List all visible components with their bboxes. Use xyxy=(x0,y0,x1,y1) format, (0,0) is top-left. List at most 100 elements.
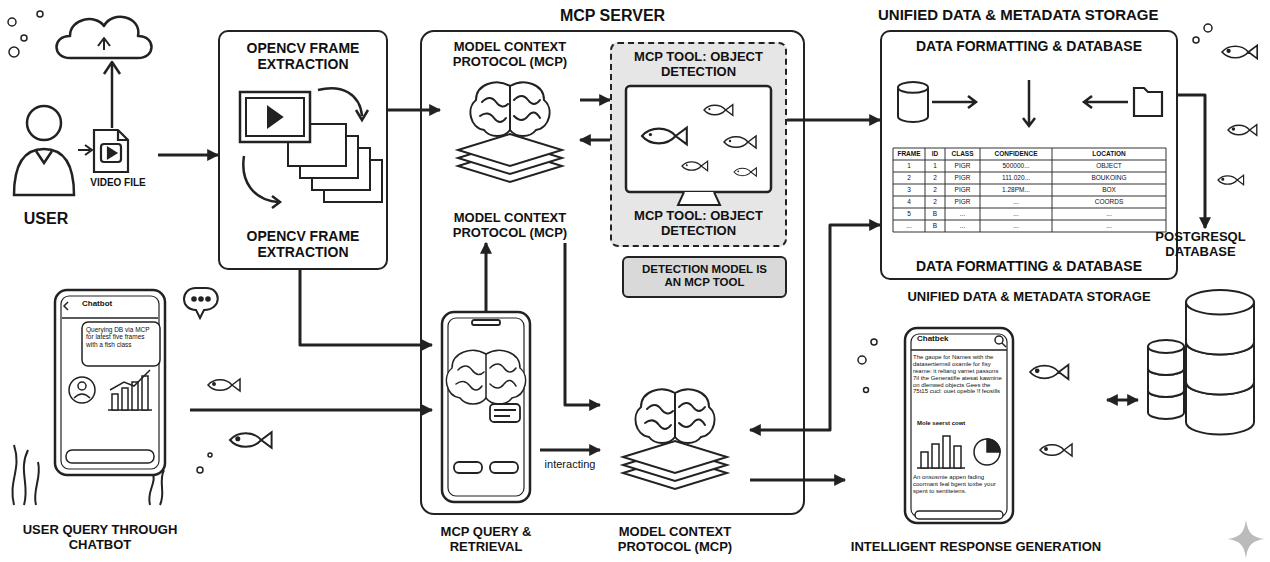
table-cell: ... xyxy=(1053,221,1165,231)
node-text: USER xyxy=(8,210,84,228)
node-text: MCP TOOL: OBJECT DETECTION xyxy=(612,50,785,80)
path xyxy=(14,149,74,195)
text-slot: Querying DB via MCP for latest five fram… xyxy=(86,326,156,348)
circle xyxy=(213,383,215,385)
rect xyxy=(82,322,160,366)
table-cell: 5 xyxy=(894,209,924,219)
path xyxy=(104,62,120,74)
label-slot: OBJECT xyxy=(1053,161,1165,171)
rect xyxy=(142,376,148,410)
g xyxy=(230,432,272,448)
table-cell: 2 xyxy=(926,185,944,195)
table-cell: ... xyxy=(981,221,1051,231)
path xyxy=(94,130,128,172)
node-text: MCP QUERY & RETRIEVAL xyxy=(432,525,540,555)
label-slot: CLASS xyxy=(946,149,979,159)
circle xyxy=(729,140,731,142)
text-slot: INTELLIGENT RESPONSE GENERATION xyxy=(845,540,1107,555)
rect xyxy=(905,328,1013,523)
circle xyxy=(1227,50,1230,53)
path xyxy=(230,432,272,448)
node-text: Chatbot xyxy=(82,299,142,308)
gemini-star xyxy=(1228,520,1264,558)
tool-box: MCP TOOL: OBJECT DETECTION MCP TOOL: OBJE… xyxy=(610,42,787,247)
circle xyxy=(21,35,27,41)
g xyxy=(1218,175,1244,185)
cloud-upload xyxy=(57,17,152,128)
polygon xyxy=(623,441,727,473)
connector-arrow xyxy=(158,154,218,157)
label-slot: ... xyxy=(981,209,1051,219)
rect xyxy=(448,318,524,496)
table-cell: 2 xyxy=(926,197,944,207)
circle xyxy=(995,336,1003,344)
circle xyxy=(1193,37,1199,43)
table-cell: FRAME xyxy=(894,149,924,159)
label-slot: 500000... xyxy=(981,161,1051,171)
rect xyxy=(954,446,961,468)
table-cell: PIGR xyxy=(946,173,979,183)
path xyxy=(480,86,540,130)
circle xyxy=(8,18,16,26)
line xyxy=(1166,148,1167,232)
connector-arrow xyxy=(750,479,845,482)
circle xyxy=(37,11,43,17)
connector-arrow xyxy=(388,109,440,112)
circle xyxy=(858,356,866,364)
circle xyxy=(1204,24,1212,32)
path xyxy=(1040,444,1072,456)
note-box: DETECTION MODEL IS AN MCP TOOL xyxy=(622,256,787,298)
path xyxy=(704,105,733,116)
label-slot: PIGR xyxy=(946,185,979,195)
table-cell: OBJECT xyxy=(1053,161,1165,171)
monitor-stand xyxy=(678,192,720,205)
speech-bubble xyxy=(184,288,218,318)
path xyxy=(62,317,158,319)
flow-arrow xyxy=(932,96,976,108)
label-slot: 111.020... xyxy=(981,173,1051,183)
circle xyxy=(974,439,1000,465)
chatbot-phone: ChatbotQuerying DB via MCP for latest fi… xyxy=(10,290,190,555)
ellipse xyxy=(1148,340,1184,353)
circle xyxy=(1036,369,1039,372)
node-text: MODEL CONTEXT PROTOCOL (MCP) xyxy=(600,525,750,555)
rect xyxy=(490,404,520,422)
line xyxy=(893,232,1166,233)
brain-icon xyxy=(470,82,549,136)
table-cell: 500000... xyxy=(981,161,1051,171)
table-cell: PIGR xyxy=(946,161,979,171)
path xyxy=(12,445,39,505)
circle xyxy=(199,297,203,301)
label-slot: ID xyxy=(926,149,944,159)
path xyxy=(645,393,705,437)
label-slot: 4 xyxy=(894,197,924,207)
table-cell: BOX xyxy=(1053,185,1165,195)
table-cell: ... xyxy=(1053,209,1165,219)
label-slot: 3 xyxy=(894,185,924,195)
node-text: An onsosmie appen fading coormant feal b… xyxy=(913,474,1005,495)
g xyxy=(1040,444,1072,456)
table-cell: 3 xyxy=(894,185,924,195)
table-cell: 4 xyxy=(894,197,924,207)
connector-arrow xyxy=(787,119,880,122)
node-text: MCP TOOL: OBJECT DETECTION xyxy=(612,209,785,239)
node-text: DATA FORMATTING & DATABASE xyxy=(882,38,1176,54)
table-cell: B xyxy=(926,209,944,219)
user-icon: USER xyxy=(8,95,158,230)
node-text: POSTGRESQL DATABASE xyxy=(1138,230,1263,260)
fish-icon xyxy=(734,168,756,176)
chat-widgets xyxy=(62,302,160,463)
bubbles xyxy=(8,11,1212,473)
node-illustration xyxy=(432,312,540,557)
phone-frame xyxy=(55,290,165,475)
brain-icon xyxy=(446,350,525,404)
circle xyxy=(192,297,196,301)
path xyxy=(356,110,368,120)
line xyxy=(980,148,981,232)
table-cell: ... xyxy=(981,209,1051,219)
node-text: DATA FORMATTING & DATABASE xyxy=(882,258,1176,274)
text-slot: DETECTION MODEL IS AN MCP TOOL xyxy=(638,263,771,289)
process-box: OPENCV FRAME EXTRACTIONOPENCV FRAME EXTR… xyxy=(218,30,388,270)
rect xyxy=(454,462,482,473)
line xyxy=(893,196,1166,197)
